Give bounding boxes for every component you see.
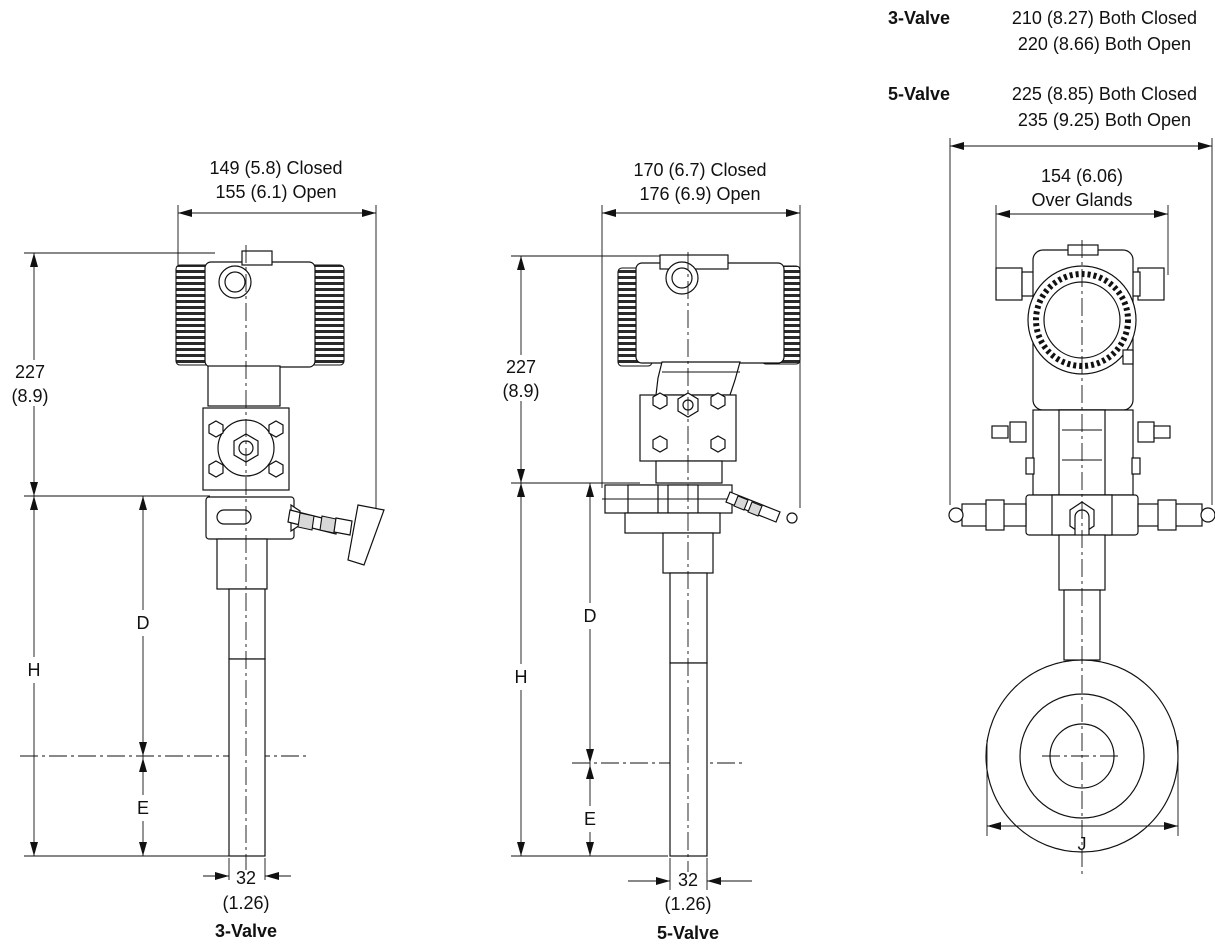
v1-transmitter xyxy=(175,245,385,870)
side-glands-label: Over Glands xyxy=(1031,190,1132,210)
spec-3valve-closed: 210 (8.27) Both Closed xyxy=(1012,8,1197,28)
v1-dim-h: H xyxy=(28,660,41,680)
v2-dim-e: E xyxy=(584,809,596,829)
v2-height-mm: 227 xyxy=(506,357,536,377)
v1-width-open: 155 (6.1) Open xyxy=(215,182,336,202)
spec-5valve-label: 5-Valve xyxy=(888,84,950,104)
v2-transmitter xyxy=(602,252,801,872)
spec-3valve-open: 220 (8.66) Both Open xyxy=(1018,34,1191,54)
side-glands-mm: 154 (6.06) xyxy=(1041,166,1123,186)
view-5valve: 170 (6.7) Closed 176 (6.9) Open 227 (8.9… xyxy=(495,160,801,943)
view-3valve: 149 (5.8) Closed 155 (6.1) Open 227 (8.9… xyxy=(4,158,385,941)
v1-caption: 3-Valve xyxy=(215,921,277,941)
v2-stem-mm: 32 xyxy=(678,870,698,890)
v2-dim-h: H xyxy=(515,667,528,687)
v2-width-closed: 170 (6.7) Closed xyxy=(633,160,766,180)
v1-dim-d: D xyxy=(137,613,150,633)
v2-height-in: (8.9) xyxy=(502,381,539,401)
side-dim-j: J xyxy=(1078,834,1087,854)
v1-stem-in: (1.26) xyxy=(222,893,269,913)
spec-5valve-closed: 225 (8.85) Both Closed xyxy=(1012,84,1197,104)
v1-width-closed: 149 (5.8) Closed xyxy=(209,158,342,178)
spec-3valve-label: 3-Valve xyxy=(888,8,950,28)
v1-height-in: (8.9) xyxy=(11,386,48,406)
side-transmitter xyxy=(948,240,1215,875)
v2-dim-d: D xyxy=(584,606,597,626)
spec-5valve-open: 235 (9.25) Both Open xyxy=(1018,110,1191,130)
spec-block: 3-Valve 210 (8.27) Both Closed 220 (8.66… xyxy=(888,8,1197,130)
v1-height-mm: 227 xyxy=(15,362,45,382)
v2-caption: 5-Valve xyxy=(657,923,719,943)
v1-stem-mm: 32 xyxy=(236,868,256,888)
view-side: 154 (6.06) Over Glands xyxy=(948,138,1215,875)
v2-stem-in: (1.26) xyxy=(664,894,711,914)
v2-width-open: 176 (6.9) Open xyxy=(639,184,760,204)
v1-dim-e: E xyxy=(137,798,149,818)
